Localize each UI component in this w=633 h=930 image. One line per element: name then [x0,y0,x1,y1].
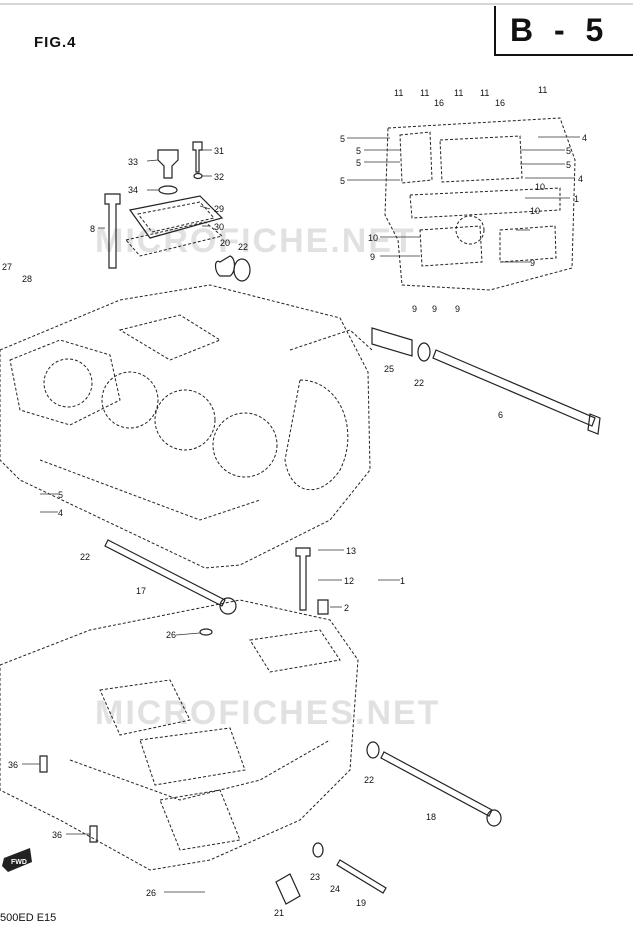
callout-22d: 22 [80,552,90,562]
callout-16b: 16 [495,98,505,108]
bolts-and-studs [104,327,601,905]
callout-21: 21 [274,908,284,918]
callout-34: 34 [128,185,138,195]
callout-10a: 10 [535,182,545,192]
watermark-top: MICROFICHE.NET [95,222,416,260]
watermark-bottom: MICROFICHES.NET [95,694,441,732]
callout-5f: 5 [566,160,571,170]
callout-1a: 1 [574,194,579,204]
callout-24: 24 [330,884,340,894]
callout-2: 2 [344,603,349,613]
fwd-label: FWD [11,859,27,866]
callout-5b: 5 [356,146,361,156]
callout-32: 32 [214,172,224,182]
oil-plate-assembly [384,117,576,291]
callout-labels: 11 11 16 11 11 16 11 5 5 5 5 4 5 5 4 10 … [2,85,587,918]
callout-1b: 1 [400,576,405,586]
callout-8: 8 [90,224,95,234]
callout-27: 27 [2,262,12,272]
callout-16a: 16 [434,98,444,108]
callout-36a: 36 [8,760,18,770]
callout-5d: 5 [340,176,345,186]
callout-12: 12 [344,576,354,586]
callout-28: 28 [22,274,32,284]
callout-26b: 26 [146,888,156,898]
model-code: 500ED E15 [0,912,57,924]
callout-5c: 5 [356,158,361,168]
callout-6: 6 [498,410,503,420]
upper-crankcase [0,284,373,569]
section-badge-text: B - 5 [510,12,610,48]
callout-13: 13 [346,546,356,556]
callout-33: 33 [128,157,138,167]
callout-31: 31 [214,146,224,156]
callout-9a: 9 [370,252,375,262]
callout-19: 19 [356,898,366,908]
callout-22b: 22 [414,378,424,388]
callout-9e: 9 [455,304,460,314]
callout-11e: 11 [538,85,547,95]
callout-5a: 5 [340,134,345,144]
callout-11d: 11 [480,88,489,98]
callout-11a: 11 [394,88,403,98]
cap-assembly [104,141,251,282]
callout-11c: 11 [454,88,463,98]
callout-9d: 9 [432,304,437,314]
callout-4a: 4 [582,133,587,143]
callout-4c: 4 [58,508,63,518]
callout-22c: 22 [364,775,374,785]
callout-29: 29 [214,204,224,214]
callout-20: 20 [220,238,230,248]
callout-5e: 5 [566,146,571,156]
leader-lines [22,136,580,893]
callout-36b: 36 [52,830,62,840]
callout-25: 25 [384,364,394,374]
callout-30: 30 [214,222,224,232]
callout-9c: 9 [412,304,417,314]
callout-26a: 26 [166,630,176,640]
section-badge: B - 5 [494,6,633,56]
callout-10c: 10 [368,233,378,243]
callout-9b: 9 [530,258,535,268]
callout-5g: 5 [58,490,63,500]
figure-label: FIG.4 [34,34,77,51]
lower-crankcase [0,599,359,871]
callout-17: 17 [136,586,146,596]
callout-10b: 10 [530,206,540,216]
callout-18: 18 [426,812,436,822]
callout-4b: 4 [578,174,583,184]
callout-22a: 22 [238,242,248,252]
forward-arrow-icon: FWD [2,848,32,872]
callout-23: 23 [310,872,320,882]
callout-11b: 11 [420,88,429,98]
